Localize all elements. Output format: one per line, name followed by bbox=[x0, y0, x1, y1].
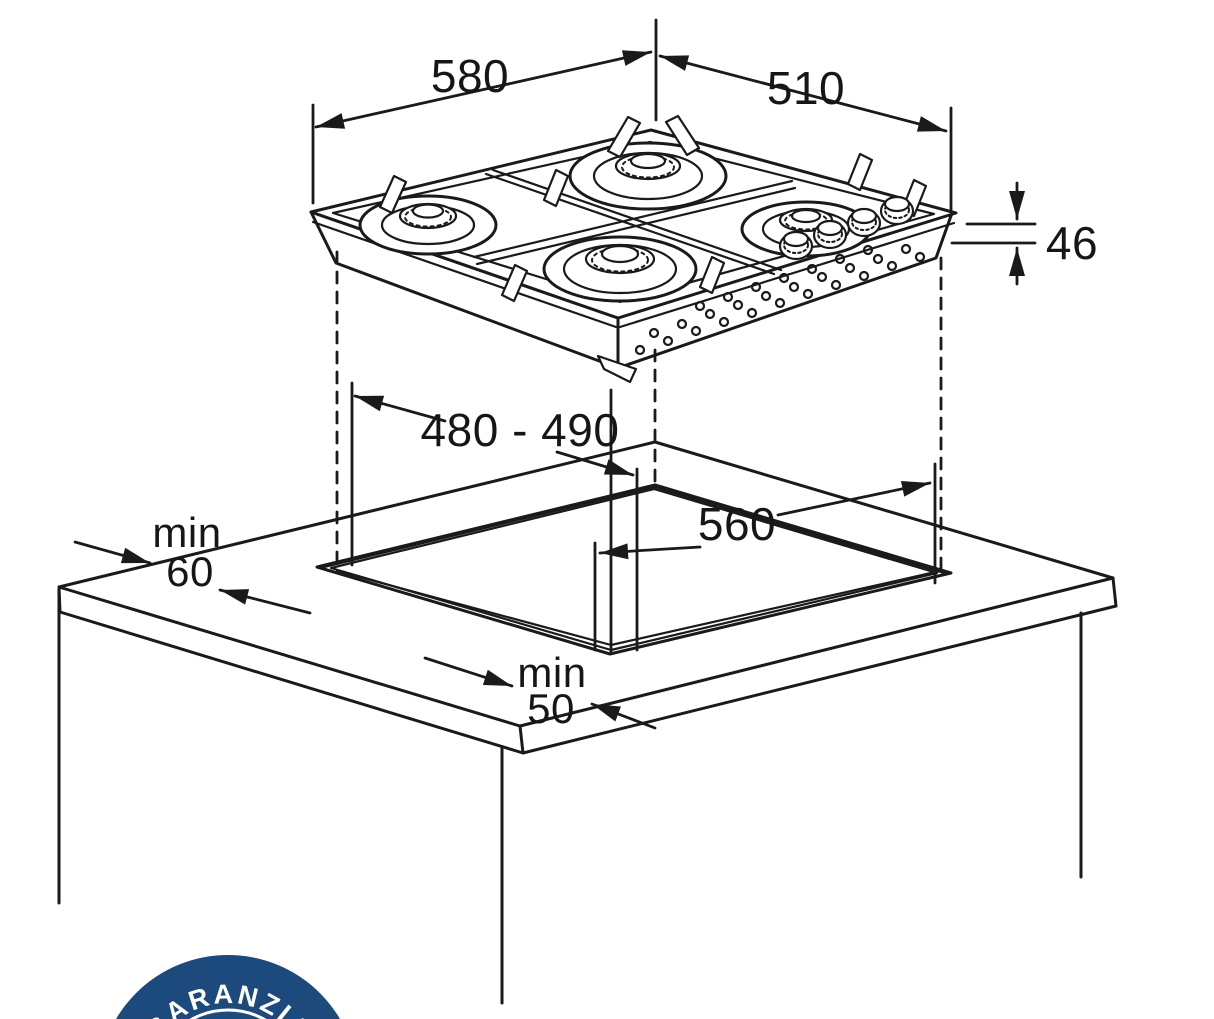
dimension-depth-510: 510 bbox=[658, 54, 953, 214]
countertop-illustration bbox=[57, 440, 1118, 1005]
dimension-line bbox=[658, 54, 948, 133]
dimension-arrow-right bbox=[555, 450, 635, 477]
side-clearance-value-label: 60 bbox=[166, 548, 214, 595]
guarantee-badge: GARANZIA bbox=[116, 955, 340, 1019]
dimension-arrow-left bbox=[353, 394, 447, 423]
side-clearance-min-label: min bbox=[152, 509, 221, 556]
clearance-arrow-inner bbox=[218, 588, 312, 615]
cutout-width-label: 560 bbox=[698, 498, 776, 550]
dimension-side-clearance-min60: min 60 bbox=[73, 509, 312, 615]
hob-rim-front-left-double bbox=[311, 220, 618, 329]
front-clearance-min-label: min bbox=[517, 649, 586, 696]
knob bbox=[812, 219, 848, 250]
dimension-arrow-right bbox=[776, 480, 932, 517]
clearance-arrow-outer bbox=[423, 656, 514, 688]
pan-support-rails bbox=[472, 168, 797, 276]
cutout-inner-edge bbox=[329, 487, 939, 652]
control-knobs bbox=[778, 195, 915, 261]
front-clearance-value-label: 50 bbox=[527, 685, 575, 732]
knob bbox=[778, 230, 814, 261]
knob bbox=[846, 207, 882, 238]
dimension-front-clearance-min50: min 50 bbox=[423, 649, 657, 732]
dimension-cutout-depth-480-490: 480 - 490 bbox=[350, 381, 639, 655]
cabinet-legs bbox=[57, 588, 1083, 1005]
badge-inner-ring bbox=[189, 1008, 267, 1019]
dimension-line bbox=[314, 50, 653, 129]
worktop-cutout bbox=[315, 483, 953, 656]
burner-back bbox=[568, 141, 728, 211]
hob-illustration bbox=[309, 114, 958, 384]
dimension-arrow-left bbox=[598, 543, 702, 560]
clearance-arrow-inner bbox=[590, 702, 657, 730]
projection-lines bbox=[335, 250, 943, 579]
cutout-depth-label: 480 - 490 bbox=[421, 404, 620, 456]
built-in-height-label: 46 bbox=[1046, 217, 1098, 269]
depth-label: 510 bbox=[767, 62, 845, 114]
hob-rim-front-right-double bbox=[618, 221, 956, 329]
countertop-bottom-edge-right bbox=[521, 604, 1118, 755]
cutout-mid-rim bbox=[322, 485, 946, 575]
dimension-width-580: 580 bbox=[311, 18, 658, 205]
countertop-right-corner-edge bbox=[1111, 576, 1118, 608]
dimension-cutout-width-560: 560 bbox=[593, 462, 937, 652]
hob-front-notch bbox=[596, 354, 638, 384]
badge-circle bbox=[116, 955, 340, 1019]
width-label: 580 bbox=[431, 50, 509, 102]
countertop-front-corner-edge bbox=[518, 724, 525, 755]
burner-front bbox=[542, 235, 698, 303]
dimension-height-46: 46 bbox=[950, 181, 1098, 286]
knob bbox=[879, 195, 915, 226]
countertop-bottom-edge-left bbox=[58, 610, 525, 755]
clearance-arrow-outer bbox=[73, 540, 152, 565]
